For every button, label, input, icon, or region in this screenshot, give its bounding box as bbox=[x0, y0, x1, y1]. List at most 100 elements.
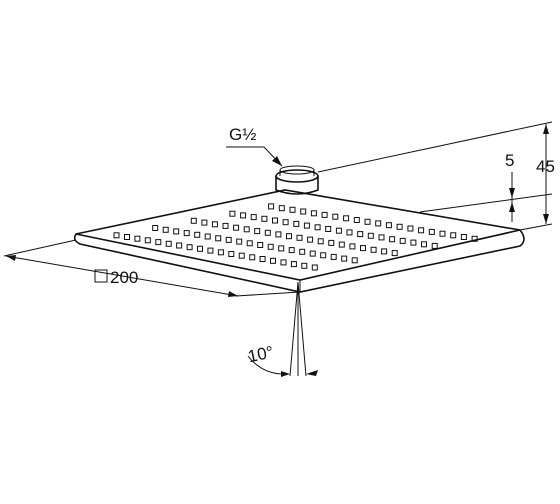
nozzle bbox=[190, 217, 197, 224]
nozzle bbox=[325, 226, 332, 232]
nozzle bbox=[353, 217, 360, 223]
nozzle bbox=[303, 222, 310, 229]
nozzle bbox=[272, 217, 278, 224]
nozzle bbox=[381, 248, 388, 255]
nozzle bbox=[217, 249, 224, 256]
nozzle bbox=[338, 241, 345, 248]
nozzle bbox=[257, 242, 264, 248]
nozzle bbox=[233, 224, 240, 231]
nozzle bbox=[286, 233, 292, 240]
nozzle bbox=[421, 241, 427, 248]
plate-bottom-outline bbox=[73, 229, 525, 293]
nozzle bbox=[264, 229, 271, 236]
dim-45-arrow-top bbox=[543, 124, 549, 134]
nozzle bbox=[385, 222, 392, 229]
thread-leader-line bbox=[226, 146, 283, 167]
nozzle bbox=[204, 233, 211, 240]
nozzle bbox=[243, 226, 250, 233]
nozzle bbox=[367, 232, 374, 239]
nozzle bbox=[228, 251, 235, 257]
nozzle bbox=[288, 247, 295, 254]
nozzle bbox=[162, 226, 169, 233]
nozzle bbox=[370, 246, 377, 253]
nozzle bbox=[268, 203, 275, 210]
connector-top bbox=[275, 169, 319, 183]
nozzle bbox=[378, 234, 385, 241]
nozzle bbox=[124, 234, 130, 240]
height-dimensions: 45 5 bbox=[317, 121, 555, 231]
nozzle bbox=[236, 238, 243, 245]
angle-arrow-left bbox=[281, 371, 290, 377]
nozzle bbox=[418, 227, 425, 234]
nozzle bbox=[183, 230, 190, 237]
nozzle bbox=[300, 208, 307, 215]
nozzle bbox=[317, 238, 324, 245]
spray-cone bbox=[289, 281, 307, 377]
nozzle bbox=[389, 236, 396, 243]
nozzle bbox=[439, 230, 446, 237]
nozzle bbox=[343, 215, 350, 222]
nozzle bbox=[225, 236, 232, 243]
nozzle bbox=[249, 254, 256, 261]
nozzle bbox=[250, 214, 257, 221]
connector-nut-top bbox=[279, 165, 315, 175]
nozzle bbox=[270, 257, 276, 264]
nozzle bbox=[280, 259, 287, 266]
angle-arc bbox=[247, 355, 285, 375]
size-dimension: 200 bbox=[3, 239, 301, 297]
connector bbox=[275, 165, 319, 195]
nozzle bbox=[364, 218, 371, 225]
nozzle bbox=[330, 253, 337, 260]
dim-5-arrow-top bbox=[509, 188, 515, 198]
nozzle bbox=[113, 232, 120, 239]
nozzle bbox=[450, 232, 457, 239]
nozzle bbox=[229, 210, 236, 217]
nozzle bbox=[197, 245, 203, 252]
nozzle bbox=[240, 212, 247, 219]
nozzle bbox=[261, 215, 268, 222]
nozzle bbox=[152, 225, 159, 231]
nozzle bbox=[321, 211, 328, 218]
nozzle bbox=[176, 242, 183, 249]
nozzle bbox=[289, 206, 296, 213]
dim-45-arrow-bottom bbox=[543, 214, 549, 224]
nozzle bbox=[407, 225, 414, 232]
nozzle bbox=[311, 264, 318, 271]
nozzle bbox=[391, 250, 398, 257]
nozzle bbox=[186, 244, 193, 251]
nozzle bbox=[399, 237, 406, 244]
nozzle bbox=[335, 227, 342, 234]
nozzle bbox=[238, 252, 245, 259]
nozzle bbox=[165, 240, 172, 247]
nozzle bbox=[293, 220, 300, 227]
nozzle bbox=[194, 231, 201, 238]
nozzle bbox=[211, 221, 218, 228]
nozzle bbox=[328, 239, 335, 246]
ext-line-plate-top bbox=[419, 193, 553, 213]
angle-arrow-right bbox=[306, 370, 318, 376]
nozzle bbox=[471, 235, 478, 242]
nozzle bbox=[375, 220, 382, 227]
nozzle bbox=[278, 245, 285, 252]
nozzle bbox=[341, 255, 348, 262]
thread-callout: G½ bbox=[226, 125, 283, 167]
nozzle bbox=[144, 237, 151, 244]
nozzle bbox=[460, 234, 467, 240]
nozzle bbox=[296, 234, 303, 241]
nozzle bbox=[360, 245, 366, 252]
nozzle bbox=[314, 224, 321, 231]
ext-line-left bbox=[3, 239, 77, 257]
thread-label: G½ bbox=[229, 125, 256, 144]
nozzle bbox=[346, 229, 353, 236]
dim-200-arrow-left bbox=[6, 255, 16, 261]
connector-body bbox=[275, 176, 319, 195]
nozzle bbox=[410, 239, 417, 246]
ext-line-front bbox=[235, 291, 301, 297]
nozzle bbox=[357, 231, 364, 238]
nozzle bbox=[332, 213, 339, 220]
nozzle bbox=[428, 228, 435, 235]
square-symbol bbox=[94, 269, 108, 283]
nozzle bbox=[254, 228, 261, 235]
nozzle bbox=[259, 256, 266, 262]
